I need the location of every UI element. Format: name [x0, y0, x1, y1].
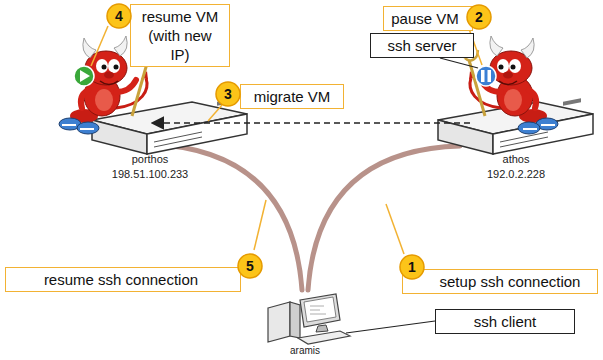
migrate-arrow — [152, 123, 470, 124]
leader-lines — [254, 200, 266, 250]
box-text: resume ssh connection — [12, 270, 230, 289]
server-label: aramis — [290, 345, 320, 356]
server-label: athos — [503, 153, 530, 165]
server-label: aramis — [290, 345, 320, 356]
play-icon — [80, 70, 90, 82]
callout-number: 1 — [408, 259, 416, 275]
server-label: athos — [503, 153, 530, 165]
pause-icon — [476, 66, 496, 86]
component-box: ssh server — [370, 33, 474, 58]
migrate-arrow — [152, 122, 470, 124]
aramis-computer — [310, 306, 326, 314]
aramis-computer — [304, 297, 336, 322]
box-text: resume VM (with new IP) — [137, 7, 223, 64]
leader-lines — [208, 105, 222, 121]
callout-box: resume ssh connection — [5, 267, 241, 292]
callout-number: 5 — [246, 258, 254, 274]
server-label: porthos — [132, 153, 169, 165]
leader-lines — [386, 204, 404, 254]
callout-circle — [216, 82, 240, 106]
callout-box: migrate VM — [240, 84, 344, 109]
server-label: porthos — [132, 153, 169, 165]
aramis-computer — [290, 302, 300, 338]
server-label: 198.51.100.233 — [112, 168, 188, 180]
callout-number: 3 — [224, 86, 232, 102]
aramis-computer — [316, 325, 328, 332]
callout-box: pause VM — [383, 6, 473, 31]
aramis-computer — [298, 331, 350, 344]
box-text: ssh server — [377, 36, 467, 55]
callout-circle — [467, 5, 491, 29]
play-icon — [74, 66, 94, 86]
callout-circle — [107, 4, 131, 28]
callout-circle — [400, 255, 424, 279]
callout-number: 3 — [215, 81, 241, 107]
box-text: ssh client — [442, 312, 568, 331]
server-label: 192.0.2.228 — [487, 168, 545, 180]
pause-icon — [488, 70, 492, 82]
aramis-computer — [268, 302, 290, 342]
play-icon — [74, 66, 94, 86]
callout-box: setup ssh connection — [402, 269, 598, 294]
callout-number: 2 — [466, 4, 492, 30]
server-label: 198.51.100.233 — [112, 168, 188, 180]
callout-number: 5 — [237, 253, 263, 279]
pause-icon — [481, 70, 485, 82]
callout-number: 1 — [399, 254, 425, 280]
aramis-computer — [300, 294, 340, 327]
leader-lines — [91, 26, 108, 66]
callout-number: 4 — [106, 3, 132, 29]
box-text: setup ssh connection — [429, 272, 591, 291]
pause-icon — [476, 66, 496, 86]
component-box: ssh client — [435, 309, 575, 334]
callout-number: 4 — [115, 8, 123, 24]
server-label: 192.0.2.228 — [487, 168, 545, 180]
box-text: pause VM — [390, 9, 460, 28]
leader-lines — [346, 321, 435, 333]
callout-circle — [238, 254, 262, 278]
callout-box: resume VM (with new IP) — [130, 4, 230, 67]
box-text: migrate VM — [247, 87, 337, 106]
callout-number: 2 — [475, 9, 483, 25]
leader-lines — [440, 58, 478, 68]
aramis-computer — [268, 294, 350, 344]
